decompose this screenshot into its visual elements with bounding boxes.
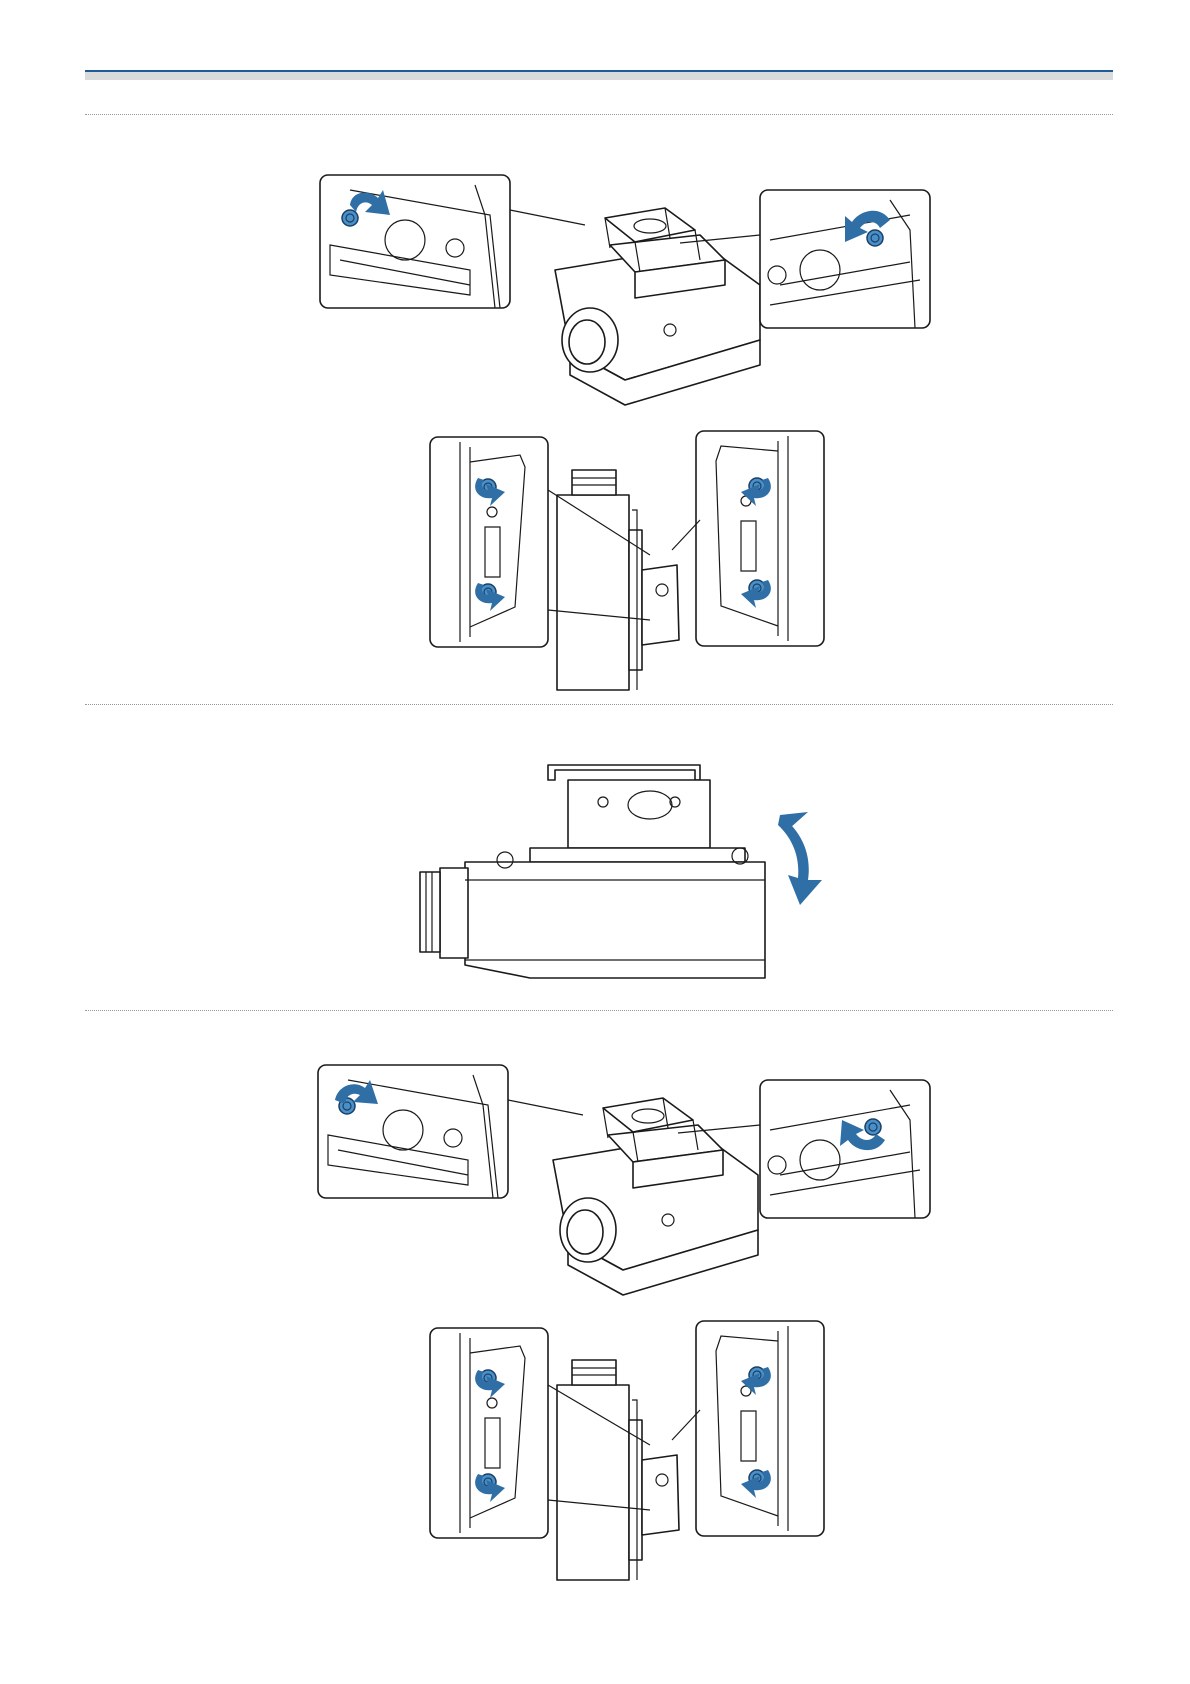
figure-1 xyxy=(320,175,930,405)
figure-2 xyxy=(430,431,824,690)
figure-4 xyxy=(318,1065,930,1295)
figure-3 xyxy=(420,765,822,978)
figure-5 xyxy=(430,1321,824,1580)
tilt-arrow-icon xyxy=(778,815,822,905)
